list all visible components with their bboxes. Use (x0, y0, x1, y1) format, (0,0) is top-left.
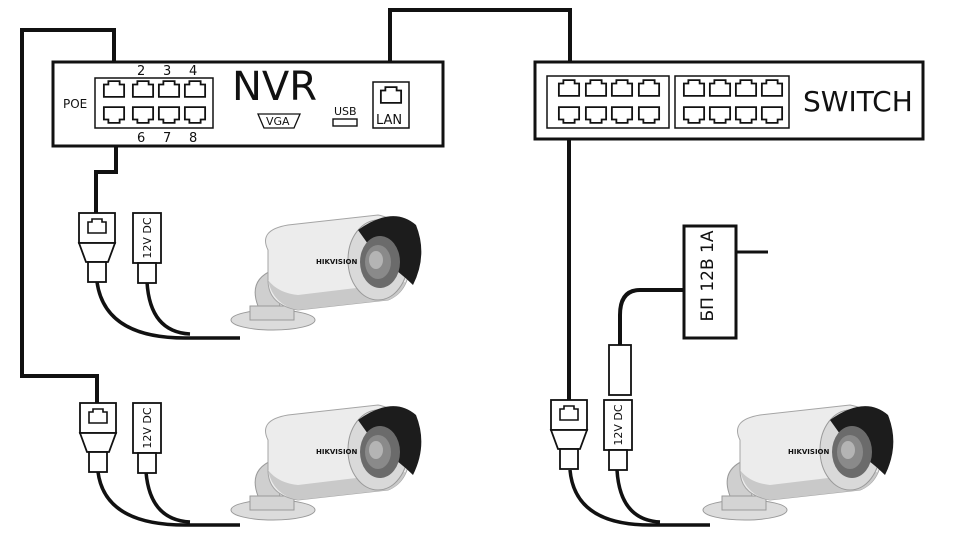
dc-connector-camera-3: 12V DC (603, 344, 633, 471)
port-number: 7 (163, 131, 171, 146)
rj45-plugs (77, 212, 589, 473)
lan-port-group (372, 81, 410, 129)
camera-icon (230, 404, 422, 521)
pigtails (95, 281, 710, 527)
wire-psu-to-dc (618, 288, 688, 345)
switch-box: SWITCH (533, 60, 925, 141)
wire-lan-to-switch (388, 8, 572, 85)
port-number: 4 (189, 64, 197, 79)
power-supply: БП 12В 1А (682, 224, 738, 340)
camera-2: HIKVISION (230, 404, 422, 521)
port-number: 6 (137, 131, 145, 146)
dc-label: 12V DC (141, 407, 154, 448)
rj45-plug-camera-3 (549, 399, 589, 470)
camera-3: HIKVISION (702, 404, 894, 521)
port-number: 3 (163, 64, 171, 79)
vga-port-icon (257, 113, 301, 129)
nvr-title: NVR (232, 64, 317, 110)
rj45-plug-camera-2 (78, 402, 118, 473)
camera-icon (702, 404, 894, 521)
port-number: 2 (137, 64, 145, 79)
poe-port-group (94, 77, 214, 129)
dc-connectors: 12V DC 12V DC 12V DC (132, 212, 633, 474)
dc-label: 12V DC (612, 404, 625, 445)
camera-icon (230, 214, 422, 331)
dc-label: 12V DC (141, 217, 154, 258)
usb-label: USB (334, 105, 357, 118)
camera-brand: HIKVISION (316, 448, 358, 456)
vga-label: VGA (266, 115, 290, 128)
dc-connector-camera-1: 12V DC (132, 212, 162, 284)
rj45-plug-camera-1 (77, 212, 117, 283)
dc-connector-camera-2: 12V DC (132, 402, 162, 474)
wire-nvr-to-camera-2 (20, 28, 116, 405)
switch-title: SWITCH (803, 85, 913, 118)
lan-label: LAN (376, 113, 402, 128)
usb-port-icon (332, 118, 358, 127)
power-supply-label: БП 12В 1А (698, 230, 718, 321)
poe-label: POE (63, 97, 87, 111)
port-number: 8 (189, 131, 197, 146)
camera-1: HIKVISION (230, 214, 422, 331)
camera-brand: HIKVISION (316, 258, 358, 266)
camera-brand: HIKVISION (788, 448, 830, 456)
nvr-box: POE 2 3 4 6 7 8 NVR VGA USB LAN (51, 60, 445, 148)
